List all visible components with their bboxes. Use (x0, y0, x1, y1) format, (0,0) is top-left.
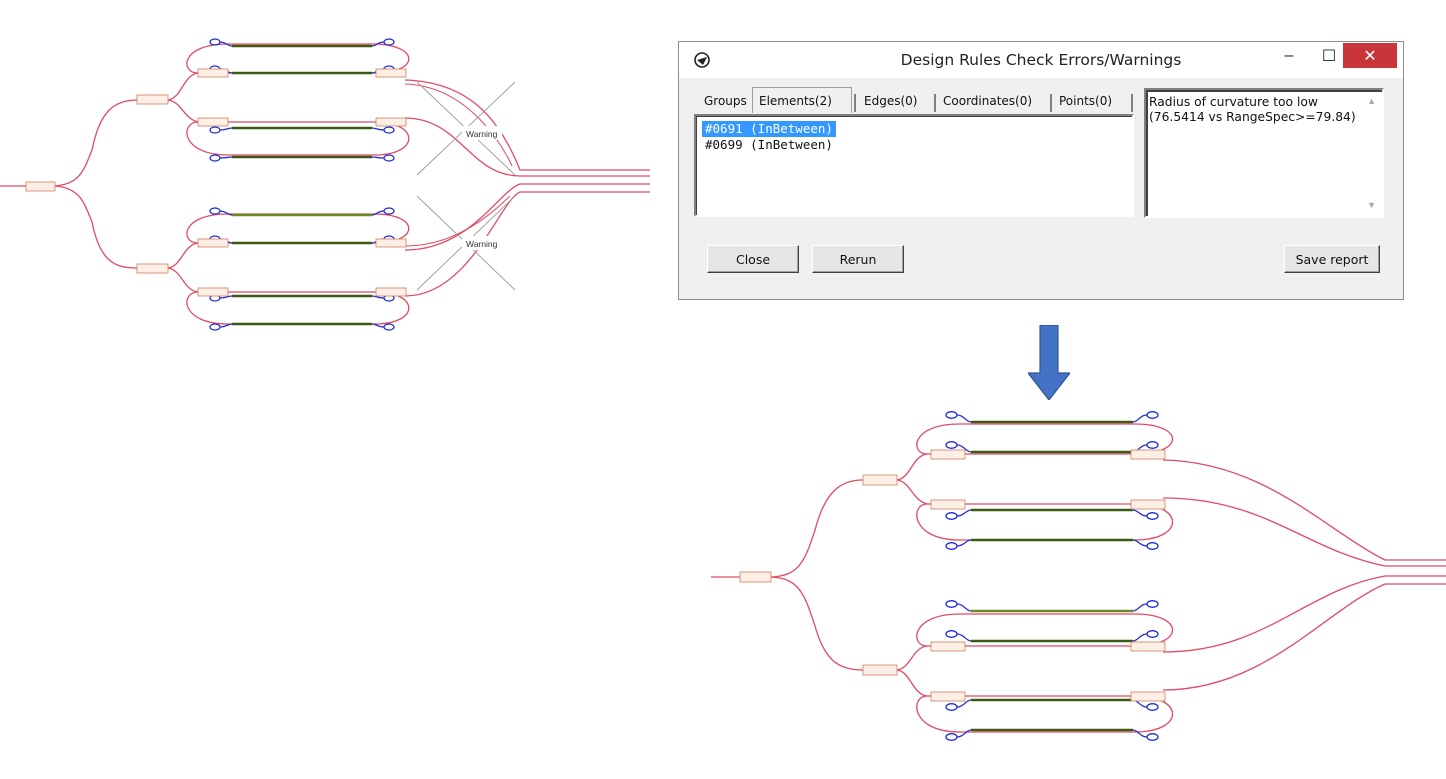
app-icon (694, 52, 710, 68)
warning-markers: Warning Warning (416, 81, 516, 291)
list-item[interactable]: #0691 (InBetween) (702, 121, 836, 137)
splitter-boxes-before (25, 68, 407, 297)
scroll-down-icon[interactable]: ▼ (1367, 200, 1376, 210)
tab-coordinates[interactable]: Coordinates(0) (943, 94, 1033, 108)
save-report-button[interactable]: Save report (1284, 245, 1380, 273)
tab-divider (1050, 94, 1052, 112)
tab-groups[interactable]: Groups (704, 94, 747, 108)
message-box[interactable]: Radius of curvature too low (76.5414 vs … (1144, 88, 1384, 218)
tab-divider (854, 94, 856, 112)
waveguides-after (971, 420, 1133, 732)
couplers-after (945, 411, 1159, 741)
couplers-before (209, 38, 395, 331)
waveguides-before (232, 44, 372, 326)
down-arrow-icon (1028, 325, 1070, 400)
message-line: Radius of curvature too low (1149, 95, 1318, 109)
tab-points[interactable]: Points(0) (1059, 94, 1113, 108)
title-bar[interactable]: Design Rules Check Errors/Warnings ‒ ☐ ✕ (679, 42, 1403, 78)
minimize-icon[interactable]: ‒ (1284, 46, 1294, 64)
maximize-icon[interactable]: ☐ (1321, 47, 1337, 65)
warning-label: Warning (466, 239, 498, 249)
tab-elements[interactable]: Elements(2) (752, 87, 852, 113)
tab-edges[interactable]: Edges(0) (864, 94, 918, 108)
warning-label: Warning (466, 129, 498, 139)
message-text: Radius of curvature too low (76.5414 vs … (1149, 95, 1356, 125)
message-line: (76.5414 vs RangeSpec>=79.84) (1149, 110, 1356, 124)
drc-dialog: Design Rules Check Errors/Warnings ‒ ☐ ✕… (678, 41, 1404, 300)
tabs-panel: Groups Elements(2) Edges(0) Coordinates(… (694, 87, 1134, 217)
scroll-up-icon[interactable]: ▲ (1367, 96, 1376, 106)
list-item[interactable]: #0699 (InBetween) (705, 137, 833, 152)
close-button[interactable]: Close (707, 245, 799, 273)
rerun-button[interactable]: Rerun (812, 245, 904, 273)
dialog-title: Design Rules Check Errors/Warnings (900, 51, 1182, 69)
trace-network-after (711, 423, 1446, 733)
tab-divider (934, 94, 936, 112)
layout-after (711, 411, 1446, 741)
elements-list[interactable]: #0691 (InBetween) #0699 (InBetween) (694, 114, 1134, 217)
trace-network-before (0, 43, 650, 325)
layout-before: Warning Warning (0, 38, 650, 331)
tab-divider (1131, 94, 1133, 112)
close-icon[interactable]: ✕ (1343, 43, 1397, 68)
splitter-boxes-after (739, 449, 1166, 702)
